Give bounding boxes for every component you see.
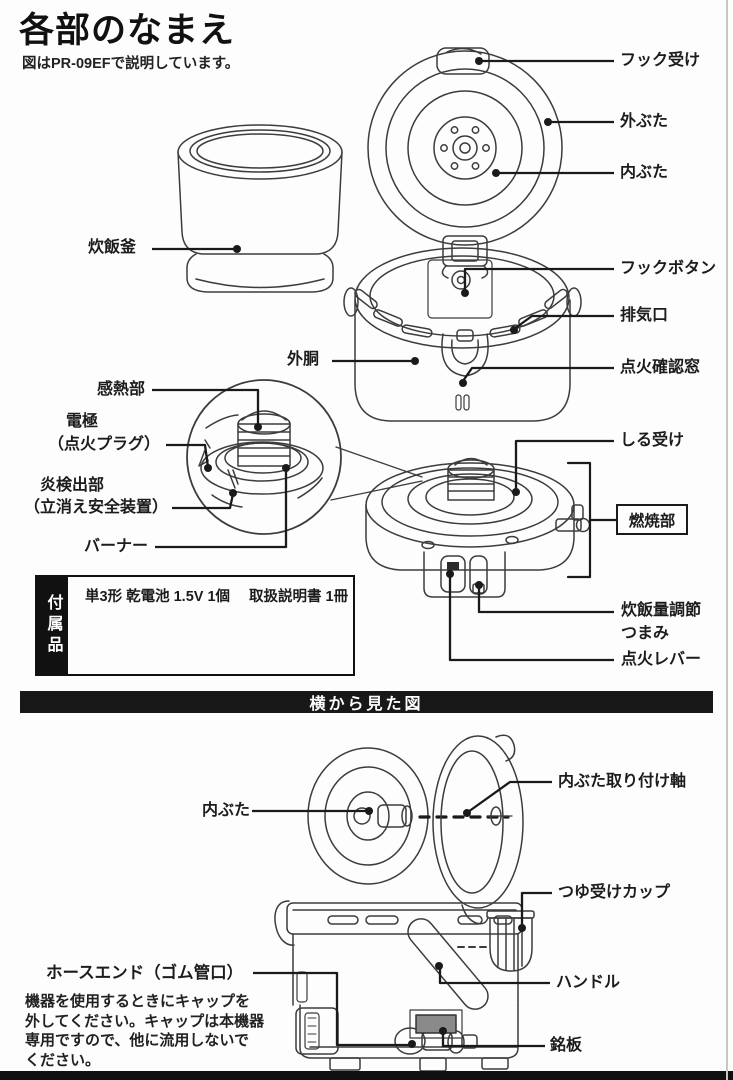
label-drip-receiver: しる受け: [620, 432, 685, 449]
accessory-battery-label: 単3形 乾電池 1.5V 1個: [85, 589, 231, 605]
label-flame-detector-1: 炎検出部: [40, 477, 105, 494]
label-rice-adjust-2: つまみ: [621, 625, 670, 642]
accessories-tab: 付属品: [37, 577, 68, 674]
outer-body-drawing: [343, 247, 582, 422]
note-line-1: 機器を使用するときにキャップを: [25, 993, 251, 1010]
hose-end-note: 機器を使用するときにキャップを 外してください。キャップは本機器 専用ですので、…: [25, 992, 264, 1070]
label-electrode-2: （点火プラグ）: [48, 436, 161, 453]
label-handle: ハンドル: [556, 974, 621, 991]
leader-lines: [152, 59, 614, 1048]
label-rice-adjust-1: 炊飯量調節: [621, 602, 702, 619]
label-hook-button: フックボタン: [620, 260, 717, 277]
burner-unit-drawing: [365, 457, 591, 598]
burner-detail-circle-drawing: [186, 379, 342, 535]
accessory-manual-label: 取扱説明書 1冊: [249, 589, 349, 605]
note-line-3: 専用ですので、他に流用しないで: [25, 1032, 249, 1049]
label-inner-lid-side: 内ぶた: [202, 802, 251, 819]
label-inner-lid: 内ぶた: [620, 164, 669, 181]
label-exhaust-port: 排気口: [620, 307, 669, 324]
page-bottom-bar: [0, 1071, 733, 1080]
page-subtitle: 図はPR-09EFで説明しています。: [22, 56, 240, 72]
label-outer-body: 外胴: [287, 351, 320, 368]
label-flame-detector-2: （立消え安全装置）: [24, 499, 169, 516]
rice-pot-drawing: [177, 124, 343, 293]
label-ignition-lever: 点火レバー: [621, 651, 702, 668]
side-view-banner: 横から見た図: [20, 691, 713, 713]
label-nameplate: 銘板: [550, 1037, 583, 1054]
label-outer-lid: 外ぶた: [620, 113, 669, 130]
label-hook-receiver: フック受け: [620, 52, 701, 69]
label-electrode-1: 電極: [66, 413, 99, 430]
callout-dots: [204, 57, 552, 1048]
accessories-box: 付属品 単3形 乾電池 1.5V 1個 取扱説明書 1冊: [35, 575, 355, 676]
label-inner-lid-shaft: 内ぶた取り付け軸: [558, 773, 687, 790]
label-drip-cup: つゆ受けカップ: [558, 884, 671, 901]
label-heat-sensor: 感熱部: [97, 381, 146, 398]
label-rice-pot: 炊飯釜: [88, 239, 137, 256]
note-line-4: ください。: [25, 1051, 101, 1069]
side-view-drawing: [274, 734, 535, 1072]
note-line-2: 外してください。キャップは本機器: [25, 1012, 265, 1030]
label-hose-end: ホースエンド（ゴム管口）: [46, 964, 244, 982]
lid-assembly-drawing: [367, 47, 563, 279]
page-title: 各部のなまえ: [19, 11, 236, 50]
combustion-bracket: [566, 461, 618, 579]
label-combustion-unit: 燃焼部: [616, 504, 688, 535]
label-burner: バーナー: [84, 538, 149, 555]
label-ignition-window: 点火確認窓: [620, 359, 701, 376]
magnifier-wedge-lines: [330, 446, 423, 501]
page-edge-line: [726, 0, 728, 1080]
